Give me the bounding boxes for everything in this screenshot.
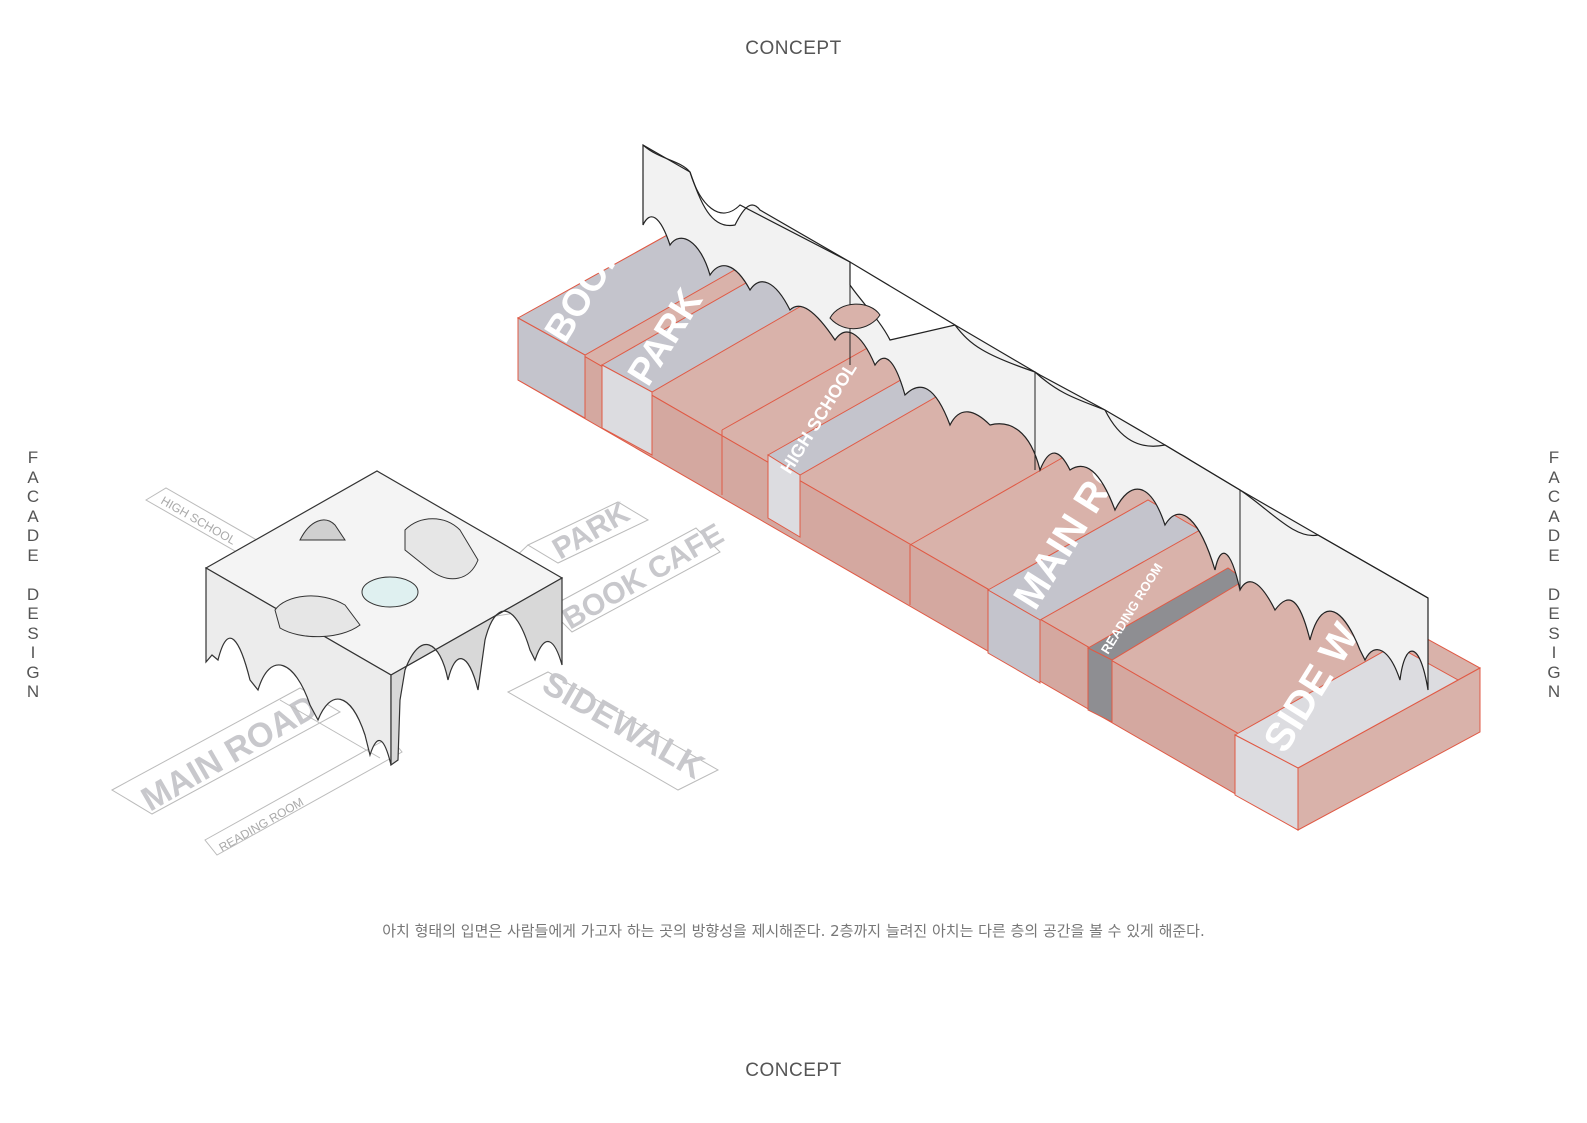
side-label-letter: G — [1547, 662, 1561, 682]
side-label-letter: S — [1548, 623, 1560, 643]
side-label-letter: A — [27, 467, 39, 487]
small-label-high-school: HIGH SCHOOL — [159, 493, 239, 547]
arched-facade-wall — [642, 143, 1429, 691]
side-label-letter: D — [1547, 526, 1561, 545]
side-label-letter: I — [1551, 643, 1557, 662]
side-label-letter: E — [27, 545, 39, 565]
small-model: HIGH SCHOOL PARK BOOK CAFE SIDEWALK MAIN… — [110, 470, 729, 856]
side-label-letter: D — [26, 584, 40, 604]
side-label-letter: A — [1548, 467, 1560, 487]
side-label-letter: N — [1547, 682, 1561, 701]
small-label-park: PARK — [547, 496, 635, 566]
side-label-letter: E — [1548, 604, 1560, 623]
side-label-letter: E — [1548, 545, 1560, 565]
side-label-letter: C — [1547, 487, 1561, 506]
side-label-letter: A — [27, 506, 39, 526]
side-label-letter: D — [26, 526, 40, 545]
small-label-strip-high-school: HIGH SCHOOL — [145, 487, 263, 556]
side-label-letter: N — [26, 682, 40, 701]
long-model: BOOK CAFE PARK HIGH SCHOOL MAIN ROAD — [516, 134, 1482, 831]
side-label-letter: A — [1548, 506, 1560, 526]
side-label-letter: E — [27, 604, 39, 623]
zone-dividers — [721, 341, 1063, 605]
side-label-letter: C — [26, 487, 40, 506]
caption: 아치 형태의 입면은 사람들에게 가고자 하는 곳의 방향성을 제시해준다. 2… — [382, 922, 1205, 940]
concept-title-top: CONCEPT — [745, 38, 842, 59]
side-label-letter: S — [27, 623, 39, 643]
concept-title-bottom: CONCEPT — [745, 1060, 842, 1081]
small-label-strip-sidewalk: SIDEWALK — [506, 664, 720, 791]
side-label-letter: F — [27, 448, 39, 467]
side-label-letter: I — [30, 643, 36, 662]
small-box — [204, 470, 564, 767]
side-label-letter: F — [1548, 448, 1560, 467]
side-label-letter: G — [26, 662, 40, 682]
small-label-sidewalk: SIDEWALK — [536, 664, 711, 787]
small-label-strip-park: PARK — [526, 496, 650, 566]
side-label-letter: D — [1547, 584, 1561, 604]
small-label-reading-room: READING ROOM — [217, 795, 307, 855]
